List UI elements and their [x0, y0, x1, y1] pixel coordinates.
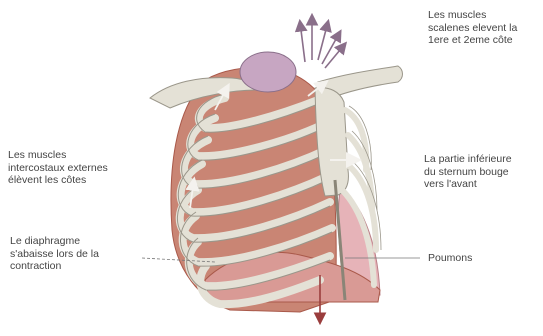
label-intercostaux: Les muscles intercostaux externes élèven…	[8, 149, 108, 187]
label-sternum-line-3: vers l'avant	[424, 178, 512, 191]
label-diaphragme-line-2: s'abaisse lors de la	[10, 248, 99, 261]
label-intercostaux-line-3: élèvent les côtes	[8, 174, 108, 187]
label-sternum-line-1: La partie inférieure	[424, 153, 512, 166]
label-diaphragme-line-1: Le diaphragme	[10, 235, 99, 248]
label-intercostaux-line-1: Les muscles	[8, 149, 108, 162]
lung-apex	[240, 52, 296, 92]
label-sternum-line-2: du sternum bouge	[424, 166, 512, 179]
label-scalenes-line-1: Les muscles	[428, 9, 517, 22]
label-diaphragme-line-3: contraction	[10, 260, 99, 273]
label-scalenes: Les muscles scalenes elevent la 1ere et …	[428, 9, 517, 47]
label-poumons-text: Poumons	[428, 252, 472, 265]
label-poumons: Poumons	[428, 252, 472, 265]
label-intercostaux-line-2: intercostaux externes	[8, 162, 108, 175]
scalene-arrows	[300, 16, 345, 68]
label-scalenes-line-3: 1ere et 2eme côte	[428, 34, 517, 47]
label-diaphragme: Le diaphragme s'abaisse lors de la contr…	[10, 235, 99, 273]
label-sternum: La partie inférieure du sternum bouge ve…	[424, 153, 512, 191]
label-scalenes-line-2: scalenes elevent la	[428, 22, 517, 35]
